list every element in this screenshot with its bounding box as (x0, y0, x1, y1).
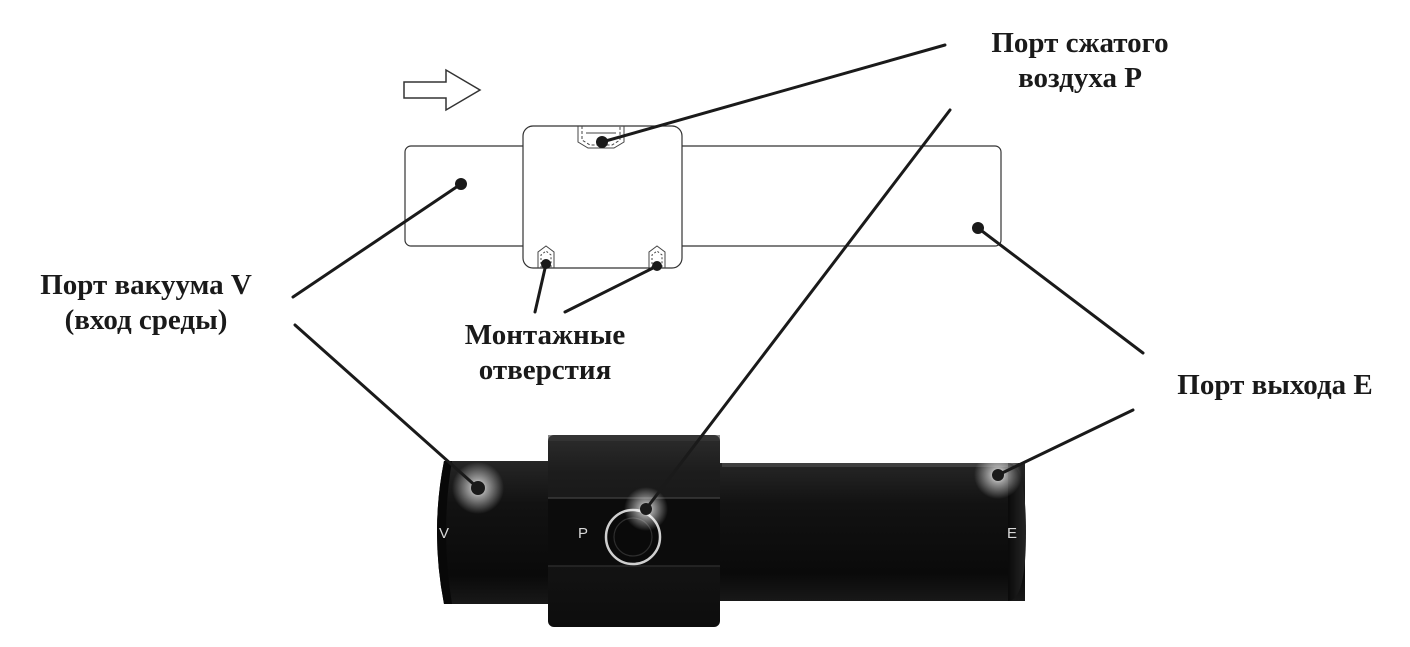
leader-mount-right (563, 264, 659, 314)
right-arrow-outline-icon (403, 68, 482, 112)
label-exhaust-port: Порт выхода E (1150, 368, 1400, 403)
leader-air-port-photo (644, 108, 952, 511)
label-vacuum-port-line1: Порт вакуума V (40, 269, 252, 301)
label-compressed-air-port-line1: Порт сжатого (991, 27, 1169, 59)
label-mounting-holes-line1: Монтажные (464, 319, 626, 351)
schematic-mounting-hole-right (648, 245, 666, 268)
schematic-center-block (522, 125, 683, 269)
leader-dots (455, 136, 1004, 515)
leader-exhaust-top (976, 226, 1145, 355)
exhaust-tube (715, 463, 1025, 601)
engraving-v: V (439, 525, 449, 542)
label-compressed-air-port: Порт сжатого воздуха P (955, 26, 1205, 96)
label-vacuum-port: Порт вакуума V (вход среды) (10, 268, 282, 338)
leader-vacuum-top (291, 182, 463, 299)
label-compressed-air-port-line2: воздуха P (1018, 62, 1142, 94)
pump-body (437, 435, 1026, 627)
leader-air-port-top (600, 43, 947, 144)
leader-lines (291, 43, 1145, 511)
leader-exhaust-photo (996, 408, 1135, 477)
engraving-e: E (1007, 525, 1017, 542)
label-vacuum-port-line2: (вход среды) (64, 304, 228, 336)
schematic-mounting-hole-left (537, 245, 555, 268)
label-mounting-holes: Монтажные отверстия (420, 318, 670, 388)
label-exhaust-port-line1: Порт выхода E (1177, 369, 1373, 401)
label-mounting-holes-line2: отверстия (478, 354, 612, 386)
leader-vacuum-photo (293, 323, 480, 490)
leader-mount-left (533, 262, 548, 314)
engraving-p: P (578, 525, 588, 542)
schematic-top-view (404, 125, 1002, 269)
